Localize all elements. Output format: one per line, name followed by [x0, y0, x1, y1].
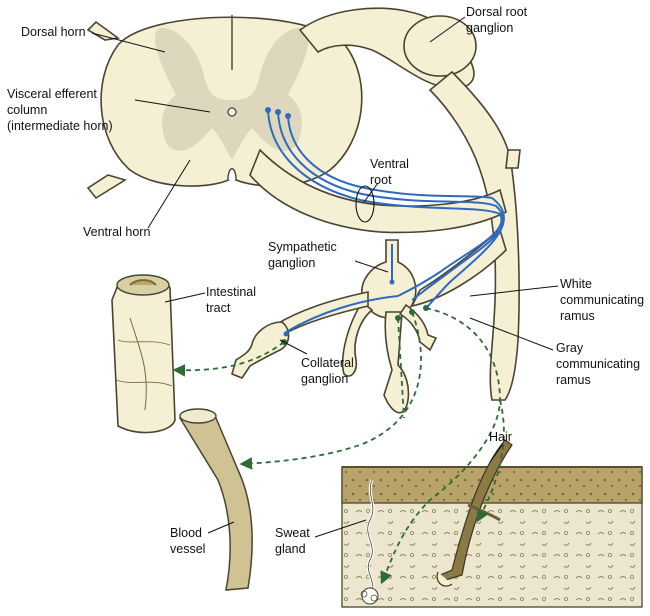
label-sweat-gland: Sweat gland	[275, 526, 313, 556]
dorsal-root-ganglion	[403, 15, 477, 77]
blood-vessel	[179, 408, 253, 591]
ventral-root	[249, 148, 507, 234]
label-gray-communicating-ramus: Gray communicating ramus	[556, 341, 644, 387]
intestinal-tract	[111, 274, 176, 434]
label-dorsal-root-ganglion: Dorsal root ganglion	[466, 5, 531, 35]
label-intestinal-tract: Intestinal tract	[206, 285, 260, 315]
label-blood-vessel: Blood vessel	[170, 526, 205, 556]
label-visceral-efferent-column: Visceral efferent column (intermediate h…	[7, 87, 113, 133]
preganglionic-fibers	[265, 107, 505, 337]
central-canal	[227, 107, 237, 117]
postganglionic-fibers	[172, 305, 505, 585]
label-sympathetic-ganglion: Sympathetic ganglion	[268, 240, 340, 270]
label-dorsal-horn: Dorsal horn	[21, 25, 86, 39]
labels: Dorsal horn Visceral efferent column (in…	[7, 5, 648, 556]
label-ventral-horn: Ventral horn	[83, 225, 150, 239]
label-hair: Hair	[489, 430, 512, 444]
label-ventral-root: Ventral root	[370, 157, 412, 187]
label-collateral-ganglion: Collateral ganglion	[301, 356, 357, 386]
leader-lines	[91, 16, 559, 538]
skin-section	[341, 439, 643, 608]
spinal-nerve	[428, 70, 520, 401]
label-white-communicating-ramus: White communicating ramus	[560, 277, 648, 323]
collateral-ganglion	[231, 321, 290, 379]
